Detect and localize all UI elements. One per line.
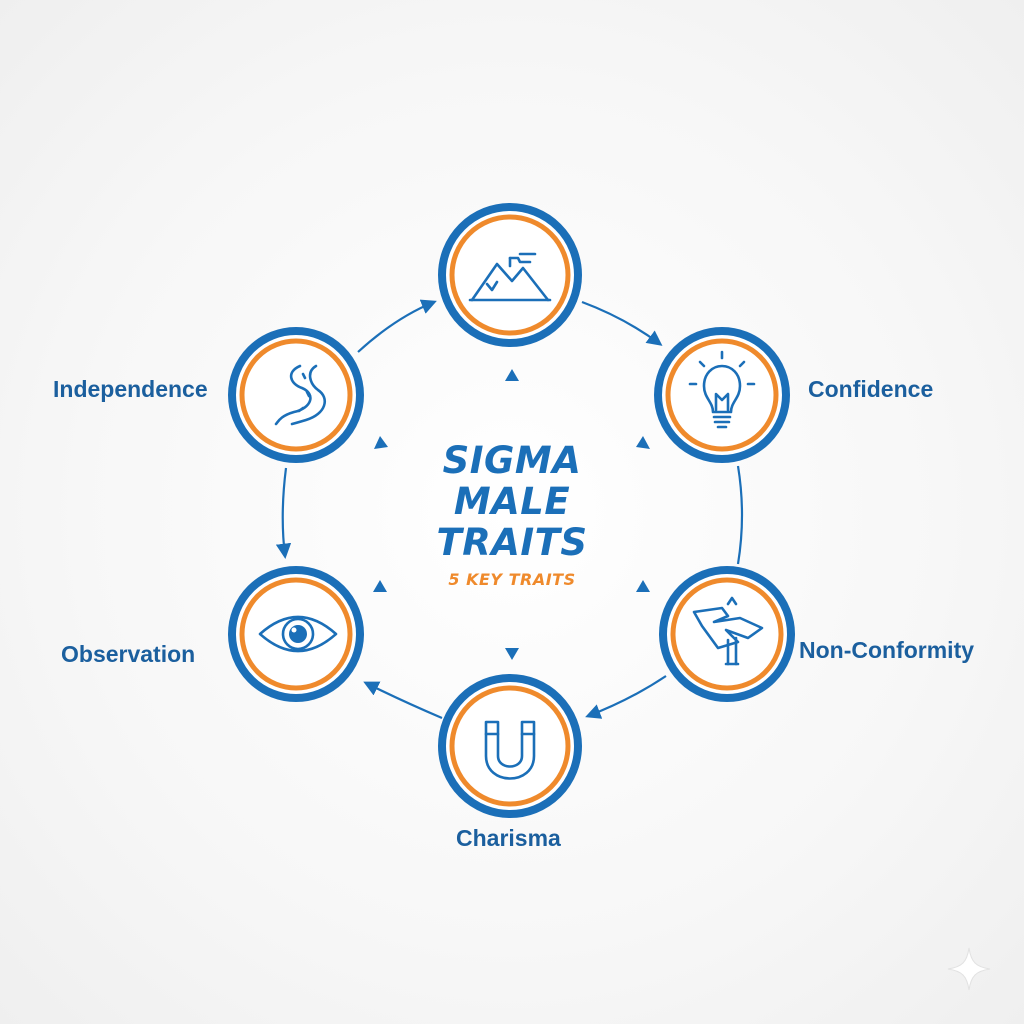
- label-independence: Independence: [53, 376, 208, 402]
- trait-node-observation: [228, 566, 364, 702]
- mountain-flag-icon: [468, 252, 552, 302]
- title-line-3: TRAITS: [436, 521, 588, 564]
- label-observation: Observation: [61, 641, 196, 667]
- diverging-road-sign-icon: [692, 596, 764, 666]
- label-confidence: Confidence: [808, 376, 934, 402]
- connector-charisma-to-observation: [363, 681, 443, 720]
- connector-independence-to-observation: [275, 467, 292, 560]
- connector-independence-to-top: [357, 299, 437, 353]
- pointer-triangle-upper-right: [636, 436, 650, 449]
- pointer-triangle-lower-right: [636, 580, 650, 592]
- winding-road-icon: [274, 364, 327, 426]
- diagram-title: SIGMA MALE TRAITS: [372, 440, 652, 563]
- diagram-subtitle: 5 KEY TRAITS: [448, 570, 576, 589]
- connector-top-to-confidence: [581, 300, 663, 346]
- magnet-icon: [484, 720, 536, 780]
- lightbulb-icon: [688, 350, 756, 429]
- trait-node-confidence: [654, 327, 790, 463]
- title-line-2: MALE: [453, 480, 571, 523]
- title-line-1: SIGMA: [442, 439, 582, 482]
- pointer-triangle-upper-left: [374, 436, 388, 449]
- eye-icon: [258, 615, 338, 653]
- pointer-triangle-top: [505, 369, 519, 381]
- trait-node-top: [438, 203, 582, 347]
- connector-confidence-to-nonconformity: [736, 465, 744, 565]
- trait-node-independence: [228, 327, 364, 463]
- connector-nonconformity-to-charisma: [585, 675, 667, 719]
- pointer-triangle-lower-left: [373, 580, 387, 592]
- trait-node-charisma: [438, 674, 582, 818]
- sparkle-icon: [947, 947, 991, 991]
- label-non-conformity: Non-Conformity: [799, 637, 975, 663]
- pointer-triangle-bottom: [505, 648, 519, 660]
- label-charisma: Charisma: [456, 825, 561, 851]
- trait-node-non-conformity: [659, 566, 795, 702]
